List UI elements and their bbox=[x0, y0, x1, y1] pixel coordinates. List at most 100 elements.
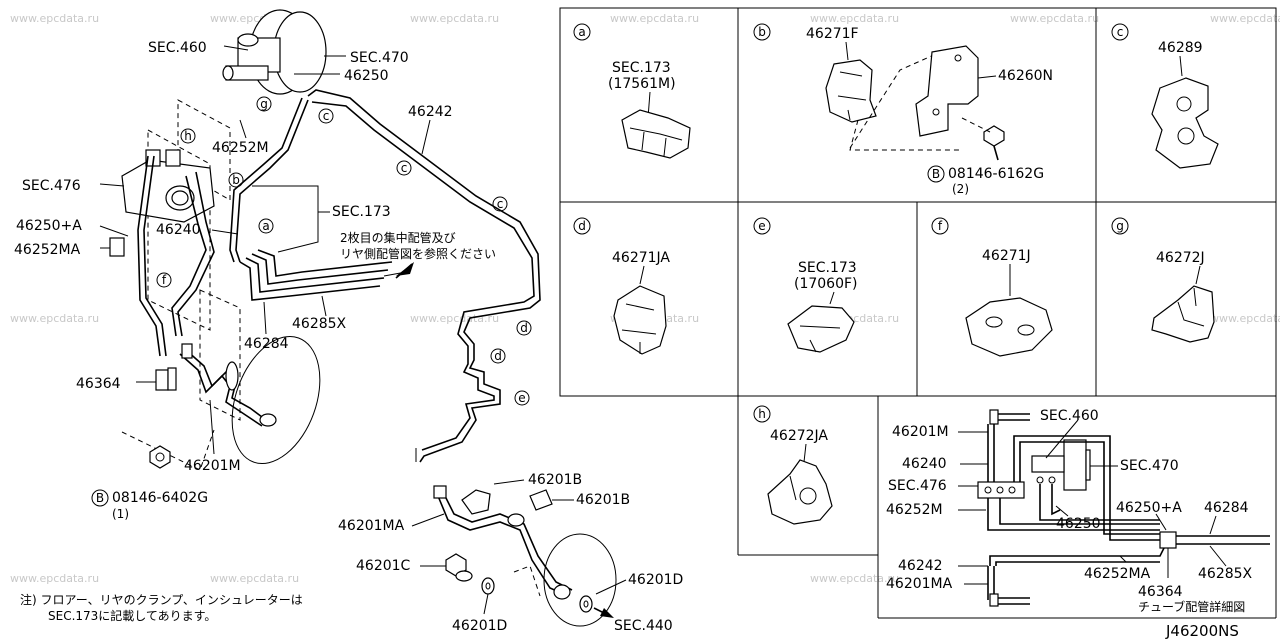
main-label: (1) bbox=[112, 507, 129, 521]
main-label: SEC.476 bbox=[22, 178, 81, 194]
clip-icon bbox=[461, 489, 491, 515]
detail-caption: チューブ配管詳細図 bbox=[1138, 599, 1245, 614]
panel-b-bolt-label: 08146-6162G bbox=[948, 166, 1044, 182]
panel-e-part-label: (17060F) bbox=[794, 276, 858, 292]
callout-letter: h bbox=[184, 129, 192, 143]
panel-h: h 46272JA bbox=[753, 405, 833, 525]
callout-letter: g bbox=[260, 97, 268, 111]
watermark-text: www.epcdata.ru bbox=[1210, 312, 1280, 325]
detail-label: 46201M bbox=[892, 424, 949, 440]
footnote-line-1: 注) フロアー、リヤのクランプ、インシュレーターは bbox=[20, 592, 303, 607]
main-label: 46285X bbox=[292, 316, 347, 332]
clip-icon bbox=[613, 285, 667, 355]
main-label: 46250+A bbox=[16, 218, 82, 234]
panel-d: d 46271JA bbox=[573, 217, 670, 355]
callout-letter: c bbox=[497, 197, 504, 211]
panel-c-part-1: 46289 bbox=[1158, 40, 1203, 56]
panel-g-part-1: 46272J bbox=[1156, 250, 1205, 266]
main-label: 46250 bbox=[344, 68, 389, 84]
detail-label: 46285X bbox=[1198, 566, 1253, 582]
callout-letter: a bbox=[262, 219, 269, 233]
main-label: 46364 bbox=[76, 376, 121, 392]
clip-icon bbox=[767, 459, 833, 525]
callout-letter: d bbox=[578, 219, 586, 233]
tube-detail-diagram: 46201M SEC.460 46240 SEC.470 SEC.476 462… bbox=[886, 408, 1270, 614]
main-label: 46240 bbox=[156, 222, 201, 238]
main-label: SEC.460 bbox=[148, 40, 207, 56]
panel-grid bbox=[559, 7, 1277, 619]
callout-letter: a bbox=[578, 25, 585, 39]
callout-letter: c bbox=[1117, 25, 1124, 39]
callout-circle-b bbox=[753, 23, 771, 41]
main-label: 46201D bbox=[452, 618, 507, 634]
callout-circle-g bbox=[1111, 217, 1129, 235]
detail-label: 46240 bbox=[902, 456, 947, 472]
callout-letter: f bbox=[938, 219, 943, 233]
detail-label: 46364 bbox=[1138, 584, 1183, 600]
main-label: 46201B bbox=[528, 472, 582, 488]
callout-letter: d bbox=[494, 349, 502, 363]
abs-actuator bbox=[121, 149, 215, 223]
callout-letter: c bbox=[401, 161, 408, 175]
callout-circle-B bbox=[927, 165, 945, 183]
main-label: 46201MA bbox=[338, 518, 405, 534]
main-diagram: SEC.460 SEC.470 46250 SEC.476 g h b a bbox=[14, 9, 683, 634]
callout-letter: d bbox=[520, 321, 528, 335]
callout-circle-a bbox=[573, 23, 591, 41]
panel-b: b 46271F 46260N B 08146-6162G (2) bbox=[753, 23, 1053, 196]
panel-g: g 46272J bbox=[1111, 217, 1215, 343]
panel-d-part-1: 46271JA bbox=[612, 250, 670, 266]
main-label: 08146-6402G bbox=[112, 490, 208, 506]
jp-reference-1: 2枚目の集中配管及び bbox=[340, 230, 456, 245]
callout-letter: b bbox=[758, 25, 766, 39]
watermark-text: www.epcdata.ru bbox=[410, 12, 499, 25]
callout-circle-e bbox=[753, 217, 771, 235]
panel-a: a SEC.173 (17561M) bbox=[573, 23, 691, 159]
watermark-text: www.epcdata.ru bbox=[410, 312, 499, 325]
jp-reference-2: リヤ側配管図を参照ください bbox=[340, 246, 496, 261]
callout-circle-B bbox=[91, 489, 109, 507]
callout-letter: c bbox=[323, 109, 330, 123]
main-label: SEC.173 bbox=[332, 204, 391, 220]
watermark-text: www.epcdata.ru bbox=[210, 572, 299, 585]
clip-icon bbox=[1151, 285, 1215, 343]
panel-e-sec-label: SEC.173 bbox=[798, 260, 857, 276]
panel-f: f 46271J bbox=[931, 217, 1053, 357]
panel-b-part-2: 46260N bbox=[998, 68, 1053, 84]
bolt-icon bbox=[149, 445, 171, 469]
detail-label: 46252MA bbox=[1084, 566, 1151, 582]
main-callouts: g h b a f c c c d d e bbox=[156, 96, 532, 406]
main-label: 46252M bbox=[212, 140, 269, 156]
callout-letter: h bbox=[758, 407, 766, 421]
main-label: 46201D bbox=[628, 572, 683, 588]
panel-c: c 46289 bbox=[1111, 23, 1219, 169]
detail-label: SEC.476 bbox=[888, 478, 947, 494]
detail-label: SEC.470 bbox=[1120, 458, 1179, 474]
main-label: SEC.440 bbox=[614, 618, 673, 634]
panel-b-part-1: 46271F bbox=[806, 26, 859, 42]
callout-circle-c bbox=[1111, 23, 1129, 41]
clip-icon bbox=[621, 109, 691, 159]
bolt-icon bbox=[445, 553, 473, 582]
main-label: 46201M bbox=[184, 458, 241, 474]
detail-label: 46201MA bbox=[886, 576, 953, 592]
callout-letter: e bbox=[758, 219, 765, 233]
watermark-text: www.epcdata.ru bbox=[10, 12, 99, 25]
panel-b-bolt-qty: (2) bbox=[952, 182, 969, 196]
callout-circle-f bbox=[931, 217, 949, 235]
panel-a-part-label: (17561M) bbox=[608, 76, 676, 92]
watermark-text: www.epcdata.ru bbox=[610, 12, 699, 25]
panel-f-part-1: 46271J bbox=[982, 248, 1031, 264]
detail-label: 46242 bbox=[898, 558, 943, 574]
clip-icon bbox=[965, 297, 1053, 357]
callout-circle-d bbox=[573, 217, 591, 235]
clip-icon bbox=[787, 305, 855, 353]
callout-letter: B bbox=[932, 167, 940, 181]
watermark-text: www.epcdata.ru bbox=[1010, 12, 1099, 25]
detail-label: SEC.460 bbox=[1040, 408, 1099, 424]
callout-letter: B bbox=[96, 491, 104, 505]
panel-a-sec-label: SEC.173 bbox=[612, 60, 671, 76]
callout-letter: f bbox=[162, 273, 167, 287]
bracket-icon bbox=[915, 45, 979, 137]
